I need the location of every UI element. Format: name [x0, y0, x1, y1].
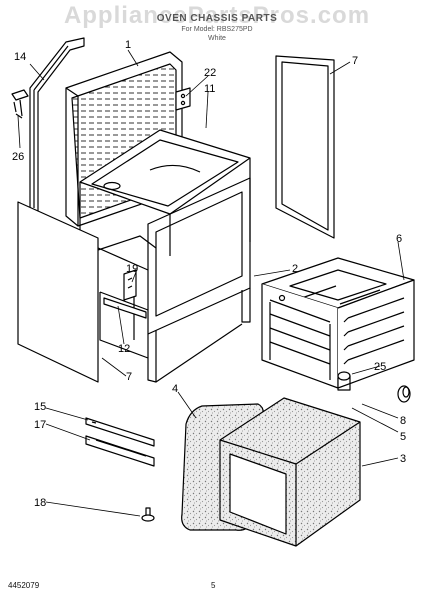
callout-15: 15: [34, 401, 46, 413]
part-26-clip: [11, 89, 29, 119]
callout-12: 12: [118, 343, 130, 355]
callout-labels: 14 1 7 22 11 26 19 2 6 12 7 25 4 8 5 3 1…: [12, 39, 406, 509]
part-18-leveling-leg: [141, 507, 155, 522]
callout-3: 3: [400, 453, 406, 465]
watermark-text: AppliancePartsPros.com: [63, 2, 371, 29]
callout-4: 4: [172, 383, 178, 395]
part-8-cap: [397, 385, 411, 403]
diagram-title: OVEN CHASSIS PARTS: [156, 13, 278, 24]
part-19-bracket: [123, 269, 137, 301]
part-7-insulation-panel-top: [275, 55, 335, 239]
part-3-wrap-insulation: [219, 397, 361, 547]
callout-14: 14: [14, 51, 26, 63]
diagram-model: For Model: RBS275PD: [181, 26, 253, 33]
footer-page-number: 5: [211, 581, 216, 590]
callout-7-top: 7: [352, 55, 358, 67]
footer-part-code: 4452079: [8, 581, 40, 590]
diagram-color: White: [208, 35, 226, 42]
part-17-rail: [85, 435, 155, 467]
part-12-rail: [103, 297, 147, 319]
callout-19: 19: [126, 263, 138, 275]
callout-7-bottom: 7: [126, 371, 132, 383]
part-22-hinge-bracket: [175, 87, 191, 111]
callout-18: 18: [34, 497, 46, 509]
callout-26: 26: [12, 151, 24, 163]
callout-8: 8: [400, 415, 406, 427]
callout-11: 11: [204, 83, 215, 95]
callout-5: 5: [400, 431, 406, 443]
part-7-side-panel: [17, 201, 99, 383]
part-11-chassis-frame: [79, 129, 251, 383]
leader-lines: [17, 49, 405, 517]
callout-17: 17: [34, 419, 46, 431]
callout-6: 6: [396, 233, 402, 245]
part-15-rail: [85, 417, 155, 447]
callout-25: 25: [374, 361, 386, 373]
callout-22: 22: [204, 67, 216, 79]
callout-2: 2: [292, 263, 298, 275]
callout-1: 1: [125, 39, 131, 51]
part-6-oven-cavity: [261, 257, 415, 391]
